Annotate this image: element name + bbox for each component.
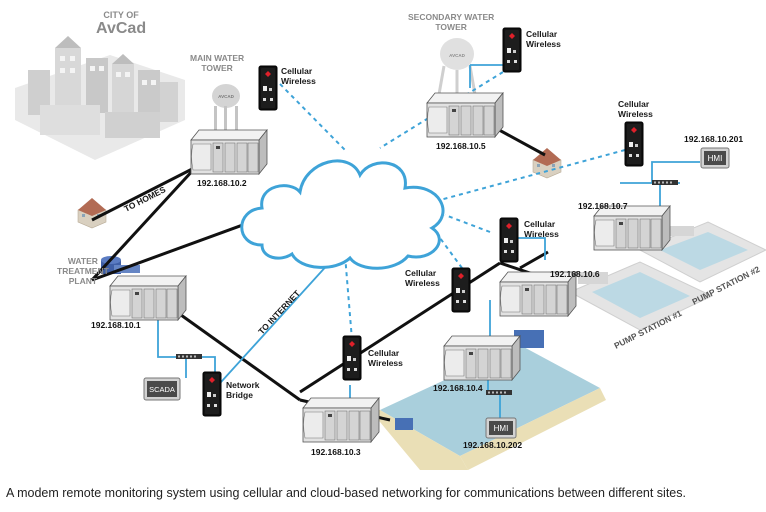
figure-caption: A modem remote monitoring system using c… [6,486,686,500]
house-icon [77,197,107,229]
city-title-line2: AvCad [96,20,147,37]
svg-text:SCADA: SCADA [149,385,175,394]
plc-main-tower [190,129,268,175]
cellular-modem-secondary [502,27,522,73]
treatment-plant-label: WATER TREATMENT PLANT [57,256,109,286]
river-area [370,330,606,470]
city-title: CITY OF AvCad [96,11,146,37]
switch-icon [176,354,202,359]
plc-treatment-plant [109,275,187,321]
cellular-modem-4 [451,267,471,313]
hmi-bottom-screen: HMI [485,417,517,439]
cloud-icon [240,159,445,270]
cellular-modem-3 [342,335,362,381]
plc-3 [302,397,380,443]
secondary-tower-label: SECONDARY WATER TOWER [408,12,495,32]
to-internet-label: TO INTERNET [256,288,302,337]
svg-text:HMI: HMI [708,154,723,163]
cellular-label-pump: Cellular Wireless [618,99,653,119]
switch-icon [486,390,512,395]
network-bridge-label: Network Bridge [226,380,260,400]
network-bridge-device [202,371,222,417]
cellular-label-secondary: Cellular Wireless [526,29,561,49]
ip-plc-treatment: 192.168.10.1 [91,320,141,330]
network-diagram: AVCAD AVCAD [15,27,766,470]
hmi-top-screen: HMI [700,147,730,169]
svg-text:HMI: HMI [494,424,509,433]
cellular-label-4: Cellular Wireless [405,268,440,288]
plc-pump-station [593,205,671,251]
ip-plc-main: 192.168.10.2 [197,178,247,188]
cellular-label-6: Cellular Wireless [524,219,559,239]
to-homes-label: TO HOMES [122,184,167,214]
city-illustration [15,36,185,160]
ip-plc-pump: 192.168.10.7 [578,201,628,211]
city-title-line1: CITY OF [103,10,139,20]
svg-text:AVCAD: AVCAD [449,53,465,58]
main-water-tower: AVCAD [212,84,240,136]
main-tower-label: MAIN WATER TOWER [190,53,245,73]
ip-hmi-top: 192.168.10.201 [684,134,744,144]
cellular-label-main: Cellular Wireless [281,66,316,86]
switch-icon [652,180,678,185]
scada-screen: SCADA [143,377,181,401]
cellular-modem-main [258,65,278,111]
ip-hmi-bottom: 192.168.10.202 [463,440,523,450]
ip-plc-6: 192.168.10.6 [550,269,600,279]
plc-secondary-tower [426,92,504,138]
ip-plc-secondary: 192.168.10.5 [436,141,486,151]
cellular-modem-pump [624,121,644,167]
ip-plc-3: 192.168.10.3 [311,447,361,457]
cellular-modem-6 [499,217,519,263]
tower-tank-label: AVCAD [218,94,234,99]
ip-plc-4: 192.168.10.4 [433,383,483,393]
pump-stations [568,221,766,331]
cellular-label-3: Cellular Wireless [368,348,403,368]
plc-4 [443,335,521,381]
